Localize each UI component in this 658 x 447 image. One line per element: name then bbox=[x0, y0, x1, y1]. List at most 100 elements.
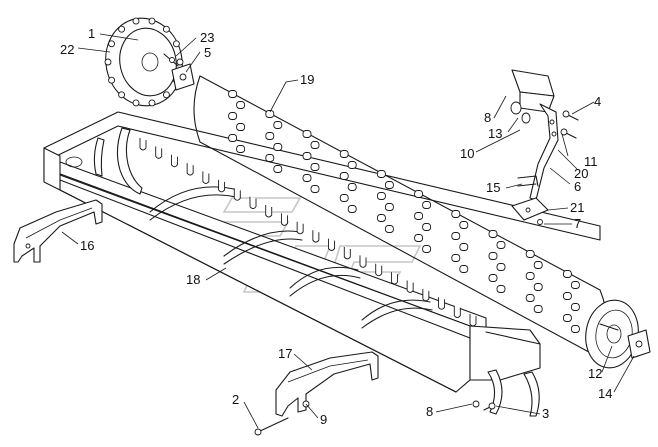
roller-stud bbox=[302, 174, 312, 182]
roller-stud bbox=[265, 132, 275, 140]
callout-23: 23 bbox=[200, 30, 214, 45]
frame-tine bbox=[438, 297, 446, 310]
roller-stud bbox=[310, 163, 320, 171]
frame-tine bbox=[186, 163, 194, 176]
frame-tine bbox=[469, 314, 477, 327]
callout-12: 12 bbox=[588, 366, 602, 381]
roller-studs bbox=[228, 90, 580, 333]
callout-18: 18 bbox=[186, 272, 200, 287]
frame-tine bbox=[422, 288, 430, 302]
callout-5: 5 bbox=[204, 45, 211, 60]
callout-20: 20 bbox=[574, 166, 588, 181]
roller-stud bbox=[488, 252, 498, 260]
callout-14: 14 bbox=[598, 386, 612, 401]
roller-stud bbox=[236, 123, 246, 131]
wheel-lug bbox=[108, 76, 116, 84]
wheel-lugs bbox=[104, 17, 184, 107]
frame-tine bbox=[155, 146, 163, 159]
bracket-17 bbox=[254, 351, 379, 436]
frame-tine bbox=[375, 263, 383, 277]
frame-tine bbox=[170, 154, 178, 168]
bracket-16 bbox=[13, 199, 103, 263]
roller-stud bbox=[525, 272, 535, 280]
roller-stud bbox=[570, 303, 580, 311]
roller-stud bbox=[525, 250, 535, 258]
roller-stud bbox=[562, 292, 572, 300]
roller-stud bbox=[496, 285, 506, 293]
frame-tine bbox=[265, 205, 273, 218]
callout-8-top: 8 bbox=[484, 110, 491, 125]
roller-stud bbox=[302, 130, 312, 138]
roller-stud bbox=[228, 134, 238, 142]
roller-stud bbox=[339, 172, 349, 180]
roller-stud bbox=[236, 101, 246, 109]
callout-13: 13 bbox=[488, 126, 502, 141]
frame-tine bbox=[453, 305, 461, 319]
callout-17: 17 bbox=[278, 346, 292, 361]
roller-stud bbox=[496, 263, 506, 271]
wheel-lug bbox=[132, 17, 140, 25]
callout-4: 4 bbox=[594, 94, 601, 109]
roller-stud bbox=[228, 90, 238, 98]
callout-19: 19 bbox=[300, 72, 314, 87]
roller-stud bbox=[570, 325, 580, 333]
roller-stud bbox=[533, 283, 543, 291]
roller-stud bbox=[376, 214, 386, 222]
frame-tine bbox=[406, 280, 414, 293]
frame-tine bbox=[312, 230, 320, 243]
roller-stud bbox=[273, 165, 283, 173]
roller-stud bbox=[533, 261, 543, 269]
left-end-tines bbox=[93, 127, 143, 195]
frame-tine bbox=[202, 171, 210, 184]
wheel-lug bbox=[104, 58, 112, 66]
callout-9: 9 bbox=[320, 412, 327, 427]
right-arm-assembly bbox=[510, 69, 579, 225]
roller-stud bbox=[347, 183, 357, 191]
roller-stud bbox=[273, 121, 283, 129]
lower-fasteners bbox=[472, 400, 496, 411]
callout-16: 16 bbox=[80, 238, 94, 253]
roller-stud bbox=[414, 234, 424, 242]
roller-stud bbox=[414, 190, 424, 198]
roller-stud bbox=[339, 194, 349, 202]
roller-stud bbox=[562, 314, 572, 322]
right-wheel-assembly bbox=[585, 299, 651, 369]
frame-tine bbox=[343, 246, 351, 260]
frame-tine bbox=[139, 138, 147, 151]
roller-stud bbox=[451, 232, 461, 240]
frame-tine bbox=[249, 196, 257, 210]
roller-stud bbox=[496, 241, 506, 249]
callout-15: 15 bbox=[486, 180, 500, 195]
roller-stud bbox=[339, 150, 349, 158]
wheel-lug bbox=[148, 17, 156, 25]
frame-tine bbox=[328, 238, 336, 252]
roller-stud bbox=[422, 245, 432, 253]
wheel-lug bbox=[108, 40, 116, 48]
callout-3: 3 bbox=[542, 406, 549, 421]
roller-stud bbox=[302, 152, 312, 160]
roller-stud bbox=[347, 161, 357, 169]
roller-stud bbox=[525, 294, 535, 302]
roller-stud bbox=[384, 181, 394, 189]
wheel-lug bbox=[118, 25, 126, 33]
roller-stud bbox=[570, 281, 580, 289]
roller-stud bbox=[376, 170, 386, 178]
callout-7: 7 bbox=[574, 216, 581, 231]
frame-tine bbox=[233, 188, 241, 201]
callout-10: 10 bbox=[460, 146, 474, 161]
roller-stud bbox=[265, 154, 275, 162]
roller-stud bbox=[414, 212, 424, 220]
roller-stud bbox=[533, 305, 543, 313]
wheel-lug bbox=[176, 58, 184, 66]
callout-8-bottom: 8 bbox=[426, 404, 433, 419]
roller-stud bbox=[459, 265, 469, 273]
frame-tine bbox=[390, 272, 398, 285]
wheel-lug bbox=[118, 91, 126, 99]
roller-stud bbox=[422, 201, 432, 209]
roller-stud bbox=[310, 141, 320, 149]
left-wheel-assembly bbox=[104, 17, 195, 107]
frame-tine bbox=[296, 221, 304, 235]
roller-19 bbox=[193, 75, 608, 359]
